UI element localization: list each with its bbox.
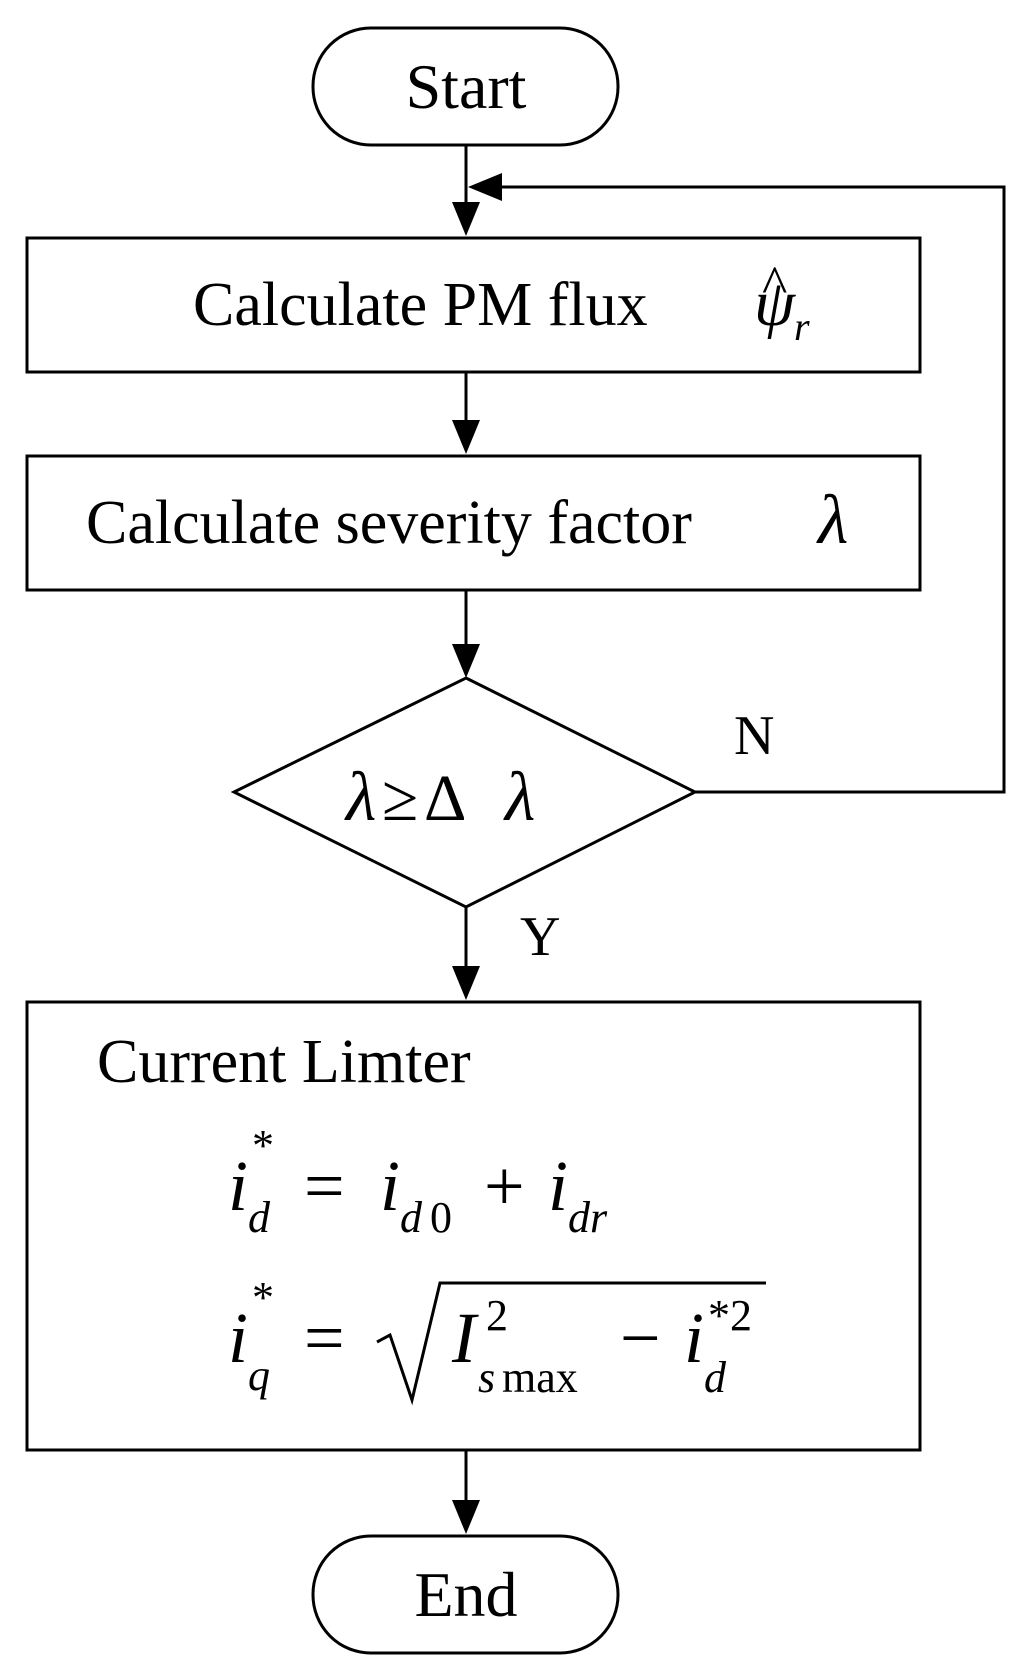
arrowhead-flux bbox=[452, 202, 480, 236]
decision-rhs: λ bbox=[503, 759, 535, 836]
calc-flux-box bbox=[25, 236, 922, 374]
arrowhead-end bbox=[452, 1500, 480, 1534]
arrowhead-decision bbox=[452, 644, 480, 678]
end-label: End bbox=[414, 1559, 517, 1630]
psi-symbol: ψ bbox=[754, 267, 796, 340]
eq2-I: I bbox=[451, 1298, 479, 1378]
calc-severity-label: Calculate severity factor bbox=[86, 489, 692, 557]
eq1-equals: = bbox=[304, 1146, 345, 1226]
end-terminal bbox=[311, 1534, 620, 1655]
eq2-lhs-sub: q bbox=[248, 1351, 270, 1400]
eq2-id-sup: *2 bbox=[708, 1291, 752, 1340]
eq1-lhs-i: i bbox=[228, 1146, 248, 1226]
equation-id: i * d = i d 0 + i dr bbox=[228, 1121, 608, 1242]
eq1-lhs-sub: d bbox=[248, 1193, 271, 1242]
eq1-t1-sub-num: 0 bbox=[430, 1193, 452, 1242]
sqrt-sign bbox=[376, 1281, 766, 1406]
eq1-t1-i: i bbox=[380, 1146, 400, 1226]
eq1-t2-i: i bbox=[548, 1146, 568, 1226]
eq2-I-sub-s: s bbox=[478, 1353, 495, 1402]
decision-diamond bbox=[230, 676, 699, 909]
no-edge-label: N bbox=[734, 705, 774, 767]
decision-lhs: λ bbox=[344, 759, 376, 836]
eq1-plus: + bbox=[484, 1146, 525, 1226]
current-limiter-box bbox=[25, 1000, 922, 1452]
eq2-lhs-i: i bbox=[228, 1298, 248, 1378]
eq2-id-sub: d bbox=[704, 1353, 727, 1402]
lambda-symbol: λ bbox=[816, 482, 848, 559]
eq1-lhs-star: * bbox=[252, 1121, 274, 1170]
start-terminal bbox=[311, 26, 620, 147]
arrowhead-loop bbox=[468, 173, 502, 201]
limiter-title: Current Limter bbox=[97, 1028, 471, 1096]
start-label: Start bbox=[406, 51, 527, 122]
calc-flux-label: Calculate PM flux bbox=[193, 271, 648, 339]
equation-iq: i * q = I 2 s max − i *2 d bbox=[228, 1273, 766, 1406]
decision-op: ≥ bbox=[382, 762, 418, 835]
decision-delta: Δ bbox=[424, 762, 466, 835]
yes-edge-label: Y bbox=[520, 906, 560, 968]
edge-decision-no-loop bbox=[500, 185, 1006, 794]
eq2-minus: − bbox=[620, 1298, 661, 1378]
arrowhead-severity bbox=[452, 420, 480, 454]
eq2-I-sub-max: max bbox=[502, 1353, 578, 1402]
eq2-equals: = bbox=[304, 1298, 345, 1378]
connectors bbox=[452, 145, 1006, 1534]
eq2-lhs-star: * bbox=[252, 1273, 274, 1322]
arrowhead-limiter bbox=[452, 966, 480, 1000]
psi-hat: ^ bbox=[762, 255, 787, 315]
eq2-I-sup: 2 bbox=[486, 1291, 508, 1340]
eq2-id-i: i bbox=[684, 1298, 704, 1378]
psi-subscript: r bbox=[794, 304, 810, 349]
calc-severity-box bbox=[25, 454, 922, 592]
eq1-t2-sub: dr bbox=[568, 1193, 608, 1242]
eq1-t1-sub: d bbox=[400, 1193, 423, 1242]
